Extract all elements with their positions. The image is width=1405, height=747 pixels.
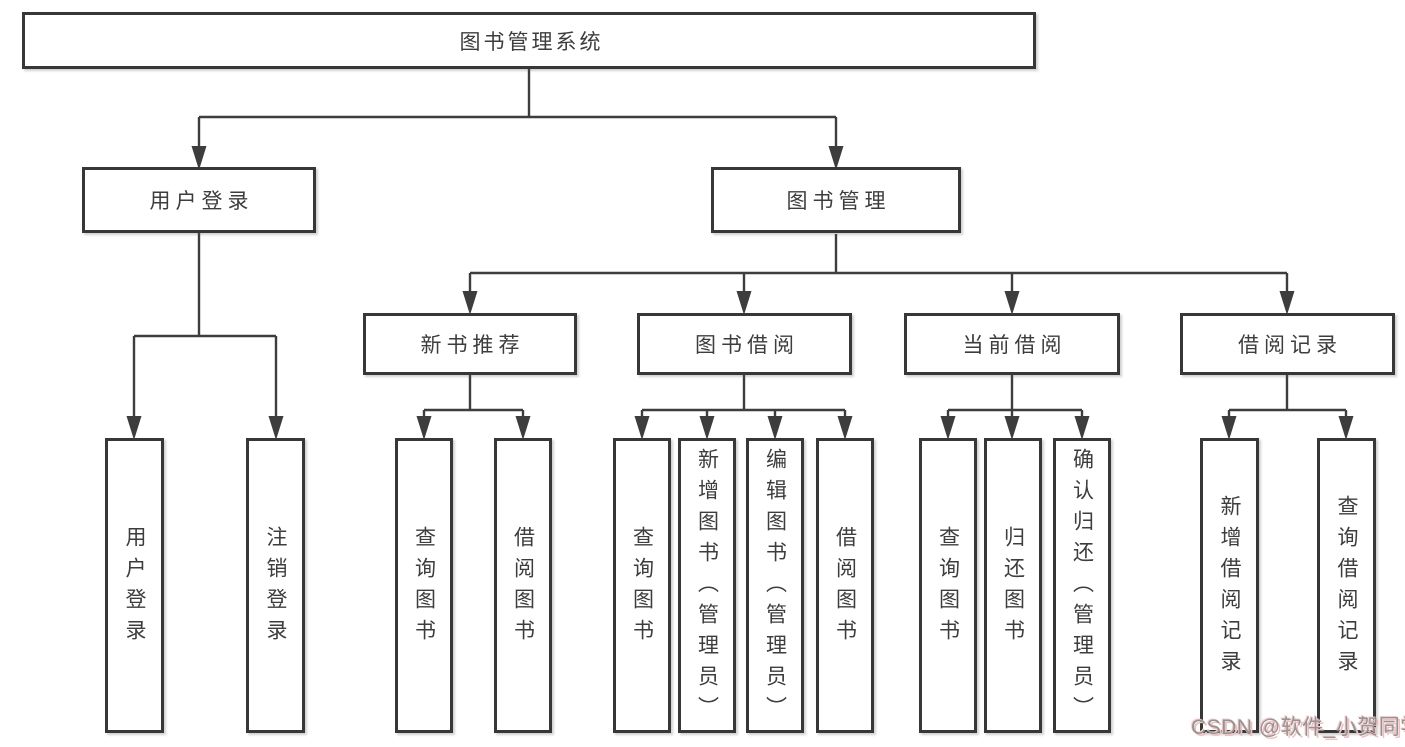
- node-new-book-recommendation: 新书推荐: [363, 313, 577, 375]
- arrowhead: [837, 416, 853, 440]
- arrowhead: [699, 416, 715, 440]
- csdn-watermark: CSDN @软件_小贺同学: [1191, 716, 1405, 739]
- leaf-add-borrow-record: 新增借阅记录: [1200, 438, 1259, 733]
- leaf-borrow-books-2: 借阅图书: [816, 438, 874, 733]
- arrowhead: [515, 416, 531, 440]
- arrowhead: [940, 416, 956, 440]
- leaf-return-book: 归还图书: [984, 438, 1042, 733]
- arrowhead: [1004, 291, 1020, 315]
- arrowhead: [268, 416, 284, 440]
- leaf-logout: 注销登录: [246, 438, 305, 733]
- node-current-borrowing: 当前借阅: [904, 313, 1120, 375]
- leaf-query-borrow-record: 查询借阅记录: [1317, 438, 1376, 733]
- node-library-system: 图书管理系统: [22, 12, 1036, 69]
- arrowhead: [828, 146, 844, 170]
- arrowhead: [416, 416, 432, 440]
- arrowhead: [1004, 416, 1020, 440]
- arrowhead: [126, 416, 142, 440]
- arrowhead: [634, 416, 650, 440]
- leaf-edit-book-admin: 编辑图书（管理员）: [746, 438, 804, 733]
- arrowhead: [1074, 416, 1090, 440]
- connector-segments: [132, 69, 1348, 417]
- node-user-login: 用户登录: [82, 167, 316, 233]
- leaf-query-books-1: 查询图书: [395, 438, 453, 733]
- arrowhead: [191, 146, 207, 170]
- node-book-management: 图书管理: [711, 167, 961, 233]
- arrowheads: [126, 146, 1354, 440]
- arrowhead: [462, 291, 478, 315]
- leaf-borrow-books-1: 借阅图书: [494, 438, 552, 733]
- arrowhead: [767, 416, 783, 440]
- node-borrowing-records: 借阅记录: [1180, 313, 1395, 375]
- arrowhead: [1338, 416, 1354, 440]
- leaf-confirm-return-admin: 确认归还（管理员）: [1053, 438, 1111, 733]
- arrowhead: [1279, 291, 1295, 315]
- arrowhead: [1221, 416, 1237, 440]
- arrowhead: [736, 291, 752, 315]
- leaf-query-books-2: 查询图书: [613, 438, 671, 733]
- leaf-user-login: 用户登录: [105, 438, 164, 733]
- leaf-add-book-admin: 新增图书（管理员）: [678, 438, 736, 733]
- node-book-borrowing: 图书借阅: [637, 313, 852, 375]
- leaf-query-books-3: 查询图书: [919, 438, 977, 733]
